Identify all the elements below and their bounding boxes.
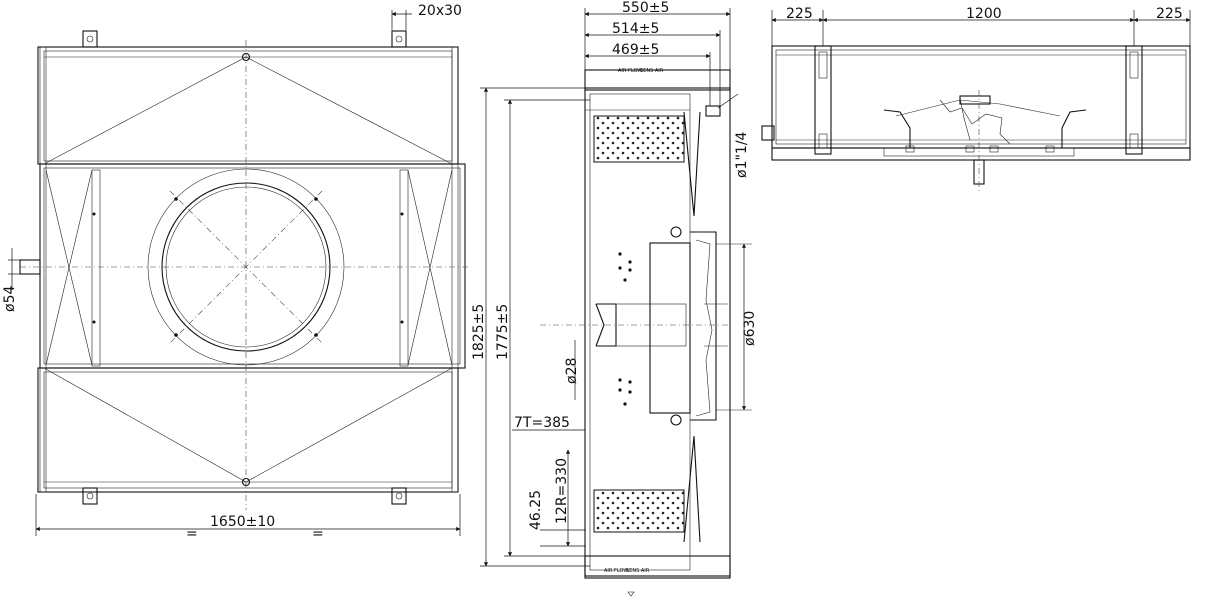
dim-pitch: 46.25 <box>528 490 544 530</box>
dim-depth-469: 469±5 <box>612 42 659 58</box>
dim-pipe-dia: ø54 <box>2 286 18 312</box>
dim-depth-514: 514±5 <box>612 21 659 37</box>
dim-center-span: 1200 <box>966 6 1002 22</box>
air-flow-label-bottom: AIR FLOW <box>604 568 628 574</box>
sens-air-label-top: SENS AIR <box>640 68 664 74</box>
dim-height-inner: 1775±5 <box>495 304 511 360</box>
dim-eq-left: = <box>186 526 198 542</box>
air-flow-label-top: AIR FLOW <box>618 68 642 74</box>
dim-top-tab: 20x30 <box>418 3 462 19</box>
sens-air-label-bottom: SENS AIR <box>626 568 650 574</box>
front-view <box>761 10 1191 192</box>
dim-depth-550: 550±5 <box>622 0 669 16</box>
dim-height-total: 1825±5 <box>471 304 487 360</box>
dim-pipe-conn: ø1"1/4 <box>734 131 750 178</box>
dim-side-a: 225 <box>786 6 813 22</box>
dim-width-main: 1650±10 <box>210 514 275 530</box>
dim-dia-28: ø28 <box>564 358 580 384</box>
dim-eq-right: = <box>312 526 324 542</box>
side-view: AIR FLOW SENS AIR AIR FLOW SENS AIR <box>480 8 752 597</box>
top-view <box>8 10 470 536</box>
dim-fan-dia: ø630 <box>742 311 758 346</box>
dim-rows: 12R=330 <box>554 458 570 524</box>
dim-tubes: 7T=385 <box>514 415 570 431</box>
dim-side-b: 225 <box>1156 6 1183 22</box>
